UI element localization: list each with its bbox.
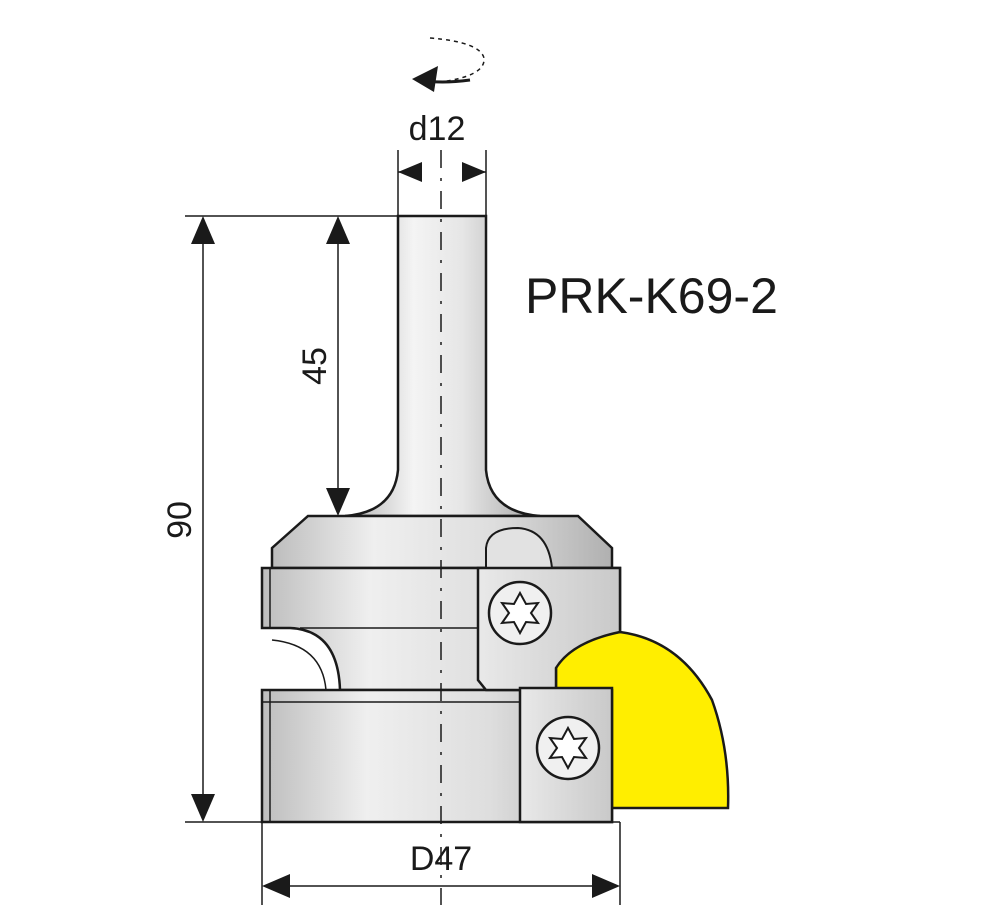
torx-screw-icon [535, 715, 601, 781]
model-label: PRK-K69-2 [525, 268, 778, 324]
shank-length-label: 45 [296, 347, 334, 385]
overall-length-label: 90 [161, 501, 199, 539]
shank-diameter-label: d12 [409, 110, 466, 148]
upper-collar [270, 514, 614, 570]
rotation-arrow-icon [412, 37, 485, 92]
shank [344, 214, 541, 518]
cutting-diameter-dimension [261, 822, 621, 905]
torx-screw-icon [487, 580, 553, 646]
overall-length-dimension [191, 216, 215, 822]
shank-diameter-dimension [397, 150, 487, 216]
shank-length-dimension [326, 216, 350, 516]
cutting-diameter-label: D47 [410, 840, 472, 878]
